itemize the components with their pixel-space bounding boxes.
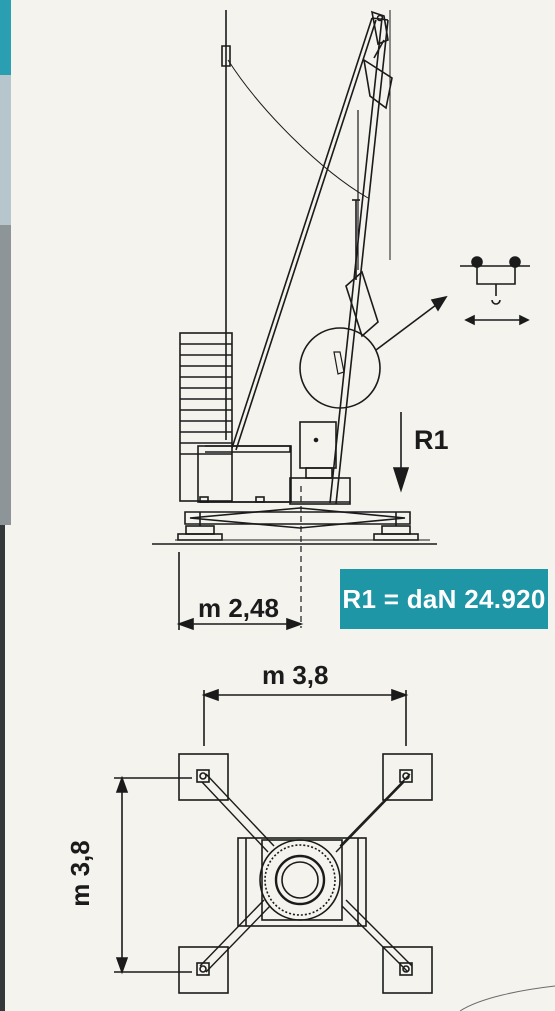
- counterweight-stack: [179, 332, 233, 502]
- boom-cylinder: [345, 199, 379, 338]
- edge-strip-dark: [0, 525, 5, 1011]
- pad-bottom-right: [382, 946, 433, 994]
- detail-pointer: [375, 301, 441, 351]
- detail-symbol: [460, 256, 530, 326]
- detail-circle: [299, 327, 381, 409]
- boom-head: [362, 10, 393, 110]
- dimension-38-vertical: [114, 775, 192, 975]
- pendant-rope: [227, 59, 369, 199]
- carbody-plan: [237, 837, 367, 927]
- side-width-dimension-label: m 2,48: [198, 593, 279, 623]
- edge-strip-teal: [0, 0, 11, 75]
- slewing-ring: [259, 839, 341, 921]
- edge-strip-gray: [0, 225, 11, 525]
- load-value-badge: R1 = daN 24.920: [340, 569, 548, 629]
- superstructure: [197, 421, 351, 505]
- page-curl: [459, 985, 555, 1011]
- plan-length-dimension-label: m 3,8: [64, 840, 95, 907]
- outriggers-side: [177, 507, 419, 541]
- pad-bottom-left: [178, 946, 229, 994]
- dimension-248: [176, 552, 304, 631]
- boom: [231, 17, 389, 505]
- pad-top-left: [178, 753, 229, 801]
- dimension-38-horizontal: [201, 688, 409, 746]
- edge-strip-light: [0, 75, 11, 225]
- outrigger-arms-plan: [199, 773, 413, 973]
- force-label-r1: R1: [414, 425, 449, 455]
- force-arrow: [392, 412, 410, 493]
- plan-width-dimension-label: m 3,8: [262, 660, 329, 690]
